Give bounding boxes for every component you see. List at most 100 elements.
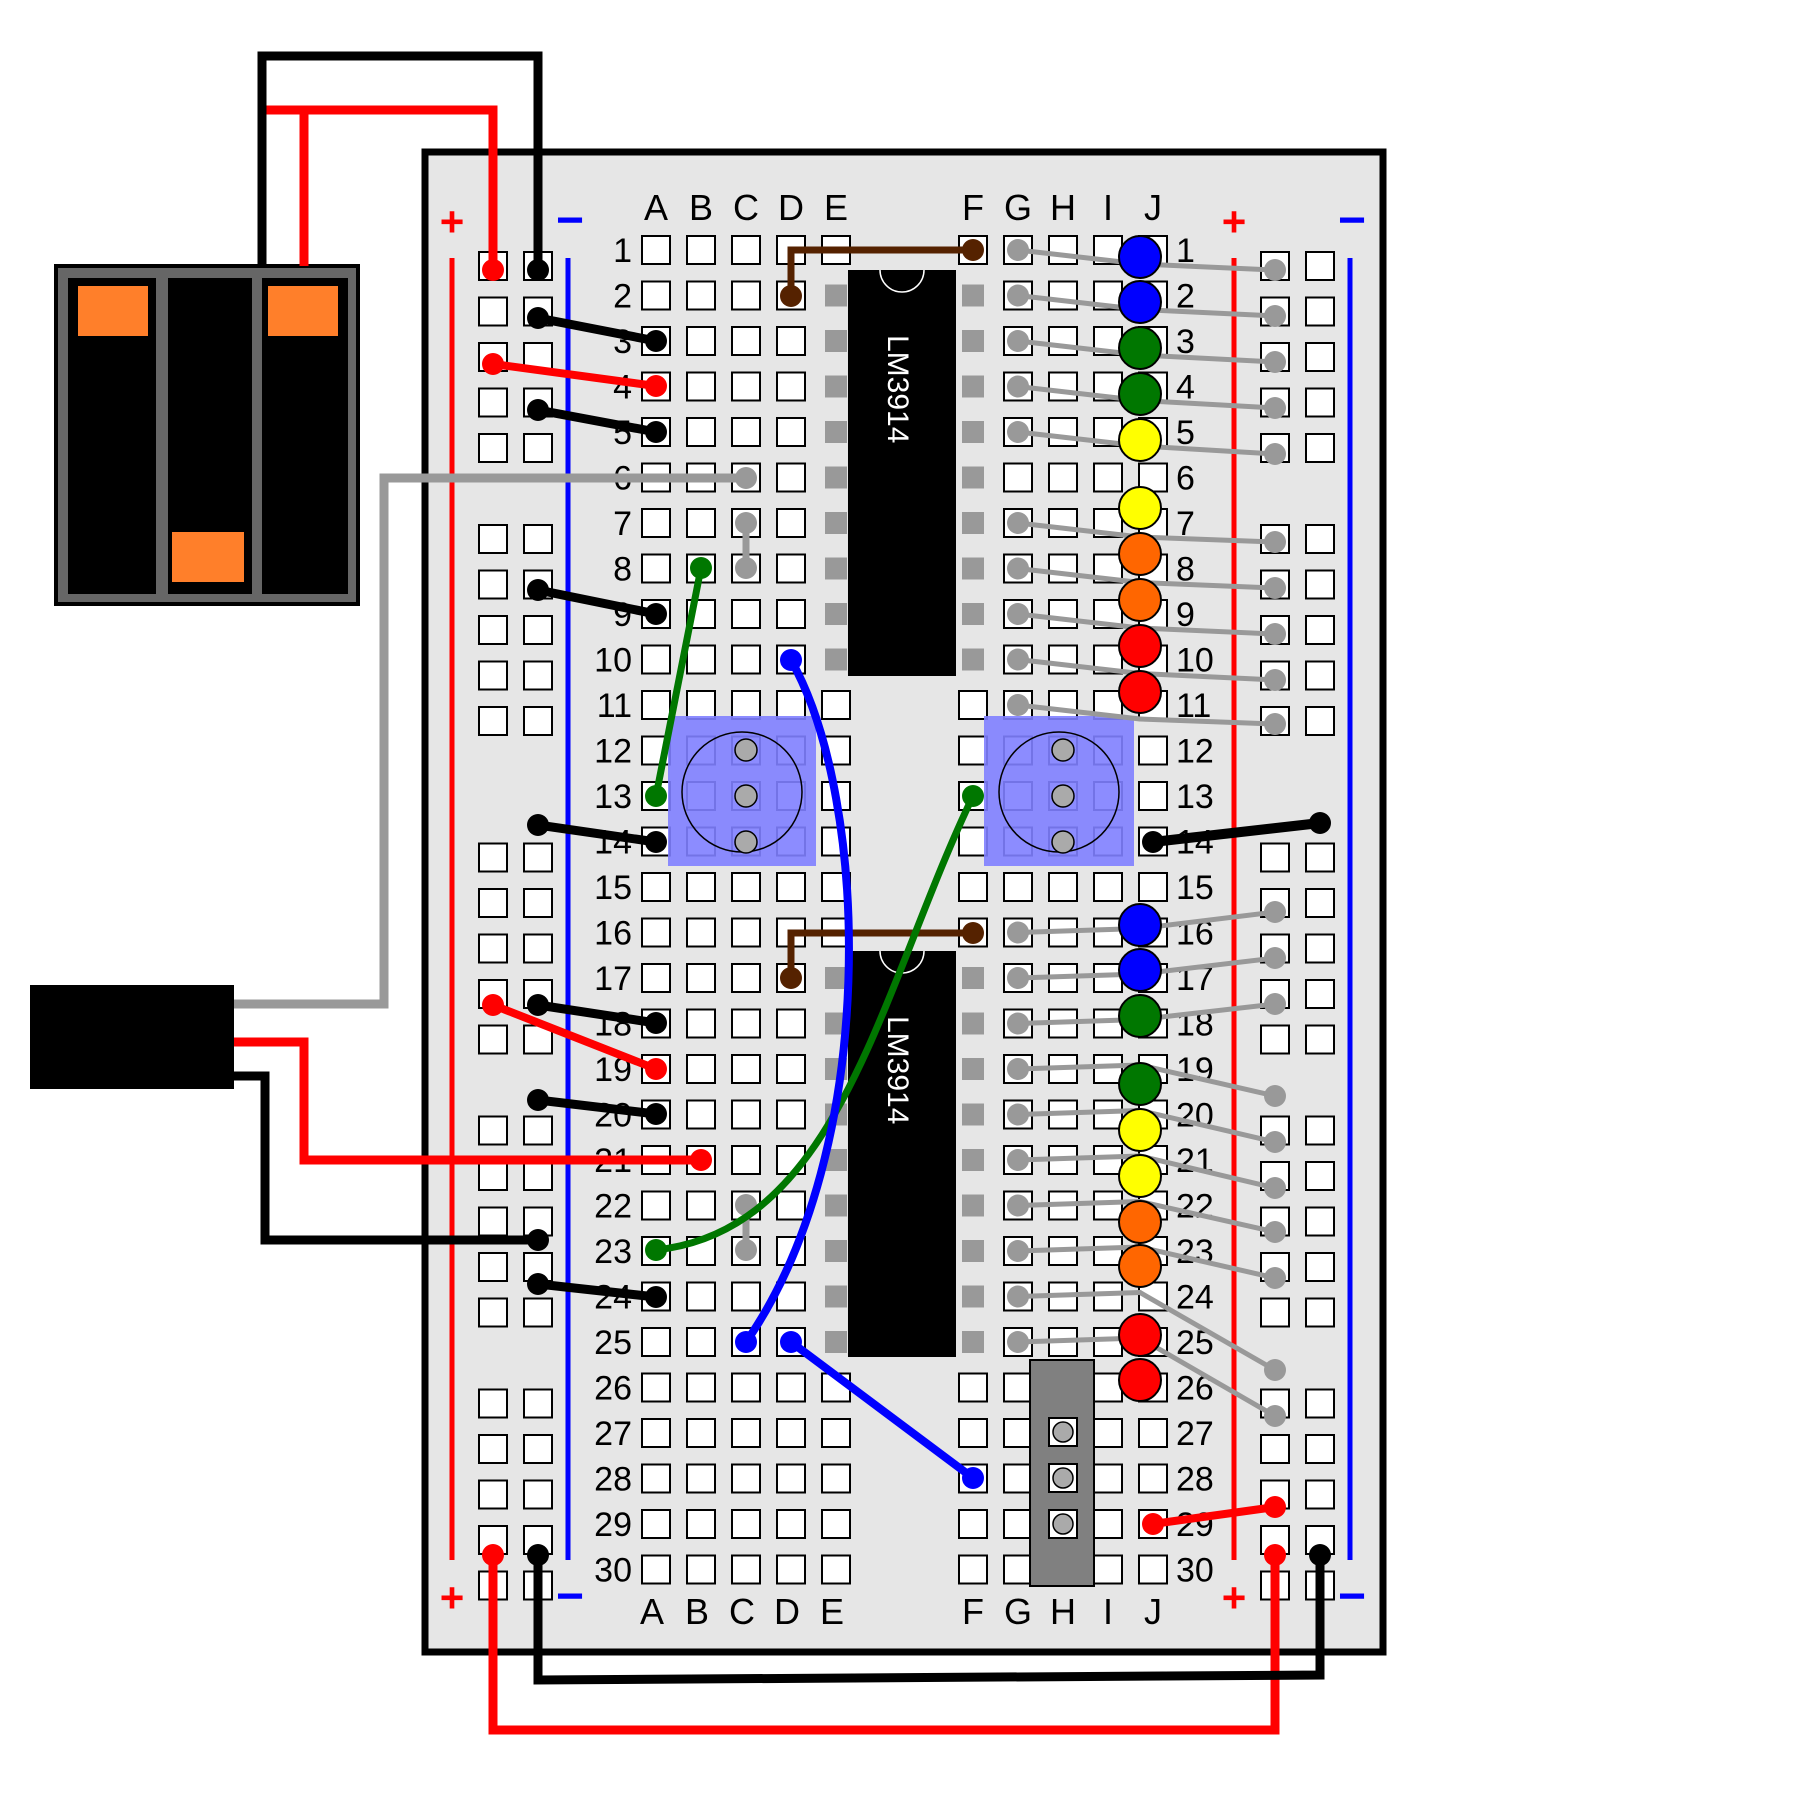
rail-hole xyxy=(523,1161,553,1191)
hole xyxy=(641,1463,671,1494)
chip-pin xyxy=(825,1240,847,1262)
wire-end xyxy=(645,785,667,807)
ground-jumper xyxy=(533,313,661,346)
rail-hole xyxy=(1305,706,1335,736)
led-lead xyxy=(1015,1199,1143,1208)
led-green xyxy=(1118,994,1162,1038)
wire-end xyxy=(1264,623,1286,645)
chip-pin xyxy=(962,421,984,443)
row-label: 2 xyxy=(1176,278,1195,316)
row-label: 2 xyxy=(613,278,632,316)
row-label: 30 xyxy=(1176,1552,1214,1590)
row-label: 15 xyxy=(594,869,632,907)
hole xyxy=(731,872,761,902)
rail-hole xyxy=(1305,251,1335,281)
hole xyxy=(776,1099,806,1130)
chip-pin xyxy=(825,330,847,352)
row-label: 28 xyxy=(1176,1461,1214,1499)
hole xyxy=(821,1509,851,1539)
rail-hole xyxy=(1305,888,1335,918)
hole xyxy=(731,235,761,265)
power-jumper xyxy=(489,360,660,390)
wire-end xyxy=(1007,694,1029,716)
hole xyxy=(1048,371,1078,402)
hole xyxy=(776,371,806,402)
ground-jumper xyxy=(533,585,661,619)
chip-pin xyxy=(825,967,847,989)
rail-hole xyxy=(1305,842,1335,873)
hole xyxy=(1003,1554,1033,1585)
hole xyxy=(731,1145,761,1175)
wire-end xyxy=(1007,512,1029,534)
row-label: 13 xyxy=(594,778,632,816)
rail-hole xyxy=(1305,1115,1335,1146)
wire-end xyxy=(645,831,667,853)
row-label: 7 xyxy=(613,505,632,543)
led-yellow xyxy=(1118,486,1162,530)
column-label: G xyxy=(1004,1591,1032,1632)
wire-end xyxy=(962,1467,984,1489)
hole xyxy=(641,508,671,538)
wire-end xyxy=(1007,1331,1029,1353)
hole xyxy=(641,690,671,720)
hole xyxy=(958,1372,988,1403)
hole xyxy=(1048,508,1078,538)
battery-terminal xyxy=(78,286,148,336)
wire-end xyxy=(1264,1544,1286,1566)
wire-end xyxy=(1007,1103,1029,1126)
led-blue xyxy=(1118,903,1162,947)
rail-hole xyxy=(1305,524,1335,554)
wire-end xyxy=(645,1103,667,1125)
wire-end xyxy=(1264,1221,1286,1243)
wire-end xyxy=(735,467,757,489)
rail-hole xyxy=(1305,1161,1335,1191)
row-label: 9 xyxy=(1176,596,1195,634)
hole xyxy=(776,1509,806,1539)
hole xyxy=(776,1054,806,1084)
hole xyxy=(641,644,671,675)
row-label: 12 xyxy=(594,733,632,771)
hole xyxy=(686,371,716,402)
hole xyxy=(958,1418,988,1448)
hole xyxy=(731,280,761,311)
hole xyxy=(1093,963,1123,993)
wire-end xyxy=(735,1239,757,1261)
rail-hole xyxy=(478,1388,508,1419)
rail-hole xyxy=(1305,933,1335,964)
rail-plus-bottom-right: + xyxy=(1222,1574,1247,1621)
led-lead xyxy=(1015,702,1143,722)
chip-pin xyxy=(962,648,984,671)
wire-end xyxy=(482,1544,504,1566)
hole xyxy=(776,508,806,538)
pot-pin xyxy=(734,830,758,854)
hole xyxy=(1138,781,1168,811)
hole xyxy=(731,1372,761,1403)
chip-pin xyxy=(962,375,984,398)
rail-hole xyxy=(523,842,553,873)
rail-hole xyxy=(1260,1024,1290,1055)
hole xyxy=(731,690,761,720)
led-lead xyxy=(1137,1108,1278,1145)
hole xyxy=(686,1554,716,1585)
column-label: E xyxy=(824,187,848,228)
hole xyxy=(1003,872,1033,902)
wire-end xyxy=(527,1273,549,1295)
led-orange xyxy=(1118,1244,1162,1288)
wire-end xyxy=(1007,330,1029,352)
hole xyxy=(641,235,671,265)
hole xyxy=(776,1418,806,1448)
led-lead xyxy=(1015,611,1143,631)
wire-end xyxy=(645,1058,667,1080)
led-lead xyxy=(1137,1153,1278,1191)
wire-end xyxy=(780,967,802,989)
rail-minus-bottom-right: − xyxy=(1338,1570,1366,1623)
hole xyxy=(731,1463,761,1494)
chip-pin xyxy=(962,284,984,307)
row-label: 3 xyxy=(1176,323,1195,361)
rail-hole xyxy=(523,615,553,645)
ground-jumper xyxy=(1148,818,1325,847)
wire-end xyxy=(1264,259,1286,281)
rail-hole xyxy=(1305,1479,1335,1510)
led-orange xyxy=(1118,532,1162,576)
chip-pin xyxy=(962,1331,984,1353)
